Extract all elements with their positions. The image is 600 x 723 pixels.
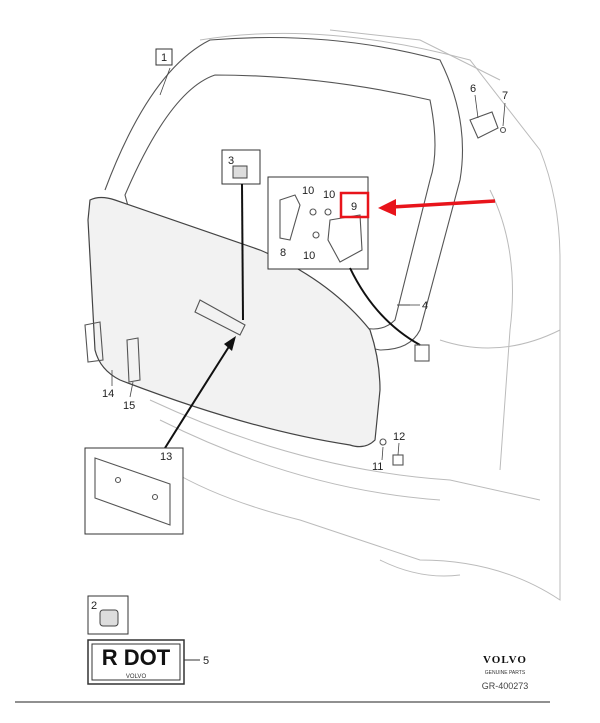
callout-14: 14 (102, 388, 114, 400)
rdot-badge: R DOT VOLVO (87, 639, 200, 685)
callout-12: 12 (393, 431, 405, 443)
callout-2: 2 (91, 600, 97, 612)
callout-10c: 10 (303, 250, 315, 262)
part-2-detail (87, 595, 129, 635)
callout-10b: 10 (323, 189, 335, 201)
badge-text: R DOT (102, 645, 171, 670)
part-13-detail (84, 336, 236, 535)
callout-8: 8 (280, 247, 286, 259)
callout-6: 6 (470, 83, 476, 95)
callout-4: 4 (422, 300, 428, 312)
callout-9: 9 (351, 201, 357, 213)
drawing-number: GR-400273 (482, 681, 529, 691)
callout-7: 7 (502, 90, 508, 102)
callout-10a: 10 (302, 185, 314, 197)
leader-lines (111, 67, 506, 461)
car-body-outline (149, 29, 561, 601)
brand-subtitle: GENUINE PARTS (485, 670, 526, 676)
brand-block: VOLVO GENUINE PARTS GR-400273 (482, 654, 529, 691)
callout-15: 15 (123, 400, 135, 412)
badge-subtext: VOLVO (126, 674, 147, 680)
callout-1: 1 (161, 52, 167, 64)
brand-logo: VOLVO (483, 654, 527, 666)
callout-labels: 1 3 10 10 9 8 10 6 7 4 14 15 13 12 11 2 … (91, 48, 508, 667)
callout-5: 5 (203, 655, 209, 667)
part-3-detail (221, 149, 261, 321)
highlight-arrow (339, 191, 496, 219)
callout-11: 11 (372, 461, 383, 473)
callout-13: 13 (160, 451, 172, 463)
tailgate-frame (87, 36, 464, 448)
callout-3: 3 (228, 155, 234, 167)
